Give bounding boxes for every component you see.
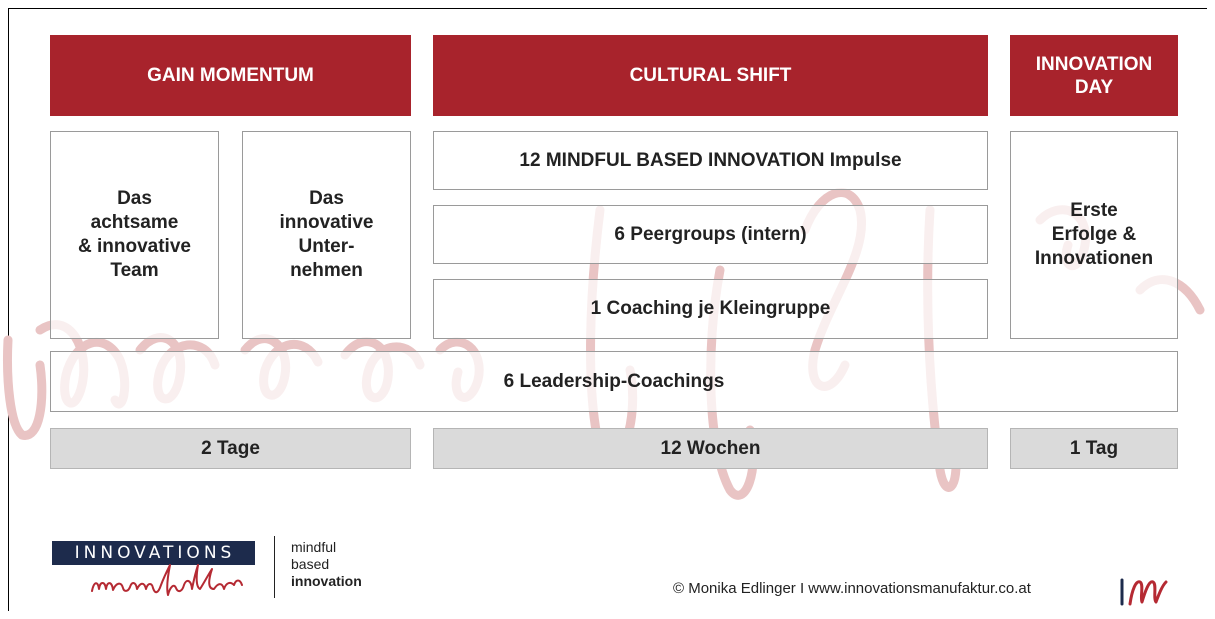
header-gain-momentum-label: GAIN MOMENTUM (147, 65, 314, 86)
duration-cultural-shift-label: 12 Wochen (660, 437, 761, 459)
header-cultural-shift: CULTURAL SHIFT (433, 35, 988, 116)
tagline: mindful based innovation (291, 539, 362, 590)
header-innovation-day-label: INNOVATION DAY (1035, 53, 1153, 98)
im-monogram-icon (1120, 578, 1168, 606)
cell-coaching-label: 1 Coaching je Kleingruppe (590, 298, 831, 319)
logo-manufaktur-script (91, 564, 243, 596)
cell-company: Das innovative Unter- nehmen (242, 131, 411, 339)
cell-leadership-label: 6 Leadership-Coachings (503, 370, 725, 392)
cell-impulse: 12 MINDFUL BASED INNOVATION Impulse (433, 131, 988, 190)
tagline-line-1: mindful (291, 539, 337, 555)
duration-innovation-day: 1 Tag (1010, 428, 1178, 469)
cell-peergroups: 6 Peergroups (intern) (433, 205, 988, 264)
cell-coaching: 1 Coaching je Kleingruppe (433, 279, 988, 339)
cell-peergroups-label: 6 Peergroups (intern) (614, 223, 807, 245)
header-cultural-shift-label: CULTURAL SHIFT (629, 65, 792, 86)
logo-innovations-label: INNOVATIONS (74, 543, 236, 563)
duration-gain-momentum-label: 2 Tage (201, 437, 260, 459)
copyright-text: © Monika Edlinger I www.innovationsmanuf… (673, 580, 1031, 597)
duration-gain-momentum: 2 Tage (50, 428, 411, 469)
logo-innovations: INNOVATIONS (52, 541, 255, 565)
duration-innovation-day-label: 1 Tag (1069, 437, 1119, 459)
logo-divider (274, 536, 275, 598)
tagline-line-3: innovation (291, 573, 362, 589)
cell-results-label: Erste Erfolge & Innovationen (1034, 200, 1154, 269)
header-innovation-day: INNOVATION DAY (1010, 35, 1178, 116)
cell-impulse-label: 12 MINDFUL BASED INNOVATION Impulse (519, 149, 902, 171)
cell-company-label: Das innovative Unter- nehmen (279, 188, 374, 281)
cell-team: Das achtsame & innovative Team (50, 131, 219, 339)
tagline-line-2: based (291, 556, 330, 572)
header-gain-momentum: GAIN MOMENTUM (50, 35, 411, 116)
cell-team-label: Das achtsame & innovative Team (78, 188, 191, 281)
cell-results: Erste Erfolge & Innovationen (1010, 131, 1178, 339)
cell-leadership: 6 Leadership-Coachings (50, 351, 1178, 412)
duration-cultural-shift: 12 Wochen (433, 428, 988, 469)
